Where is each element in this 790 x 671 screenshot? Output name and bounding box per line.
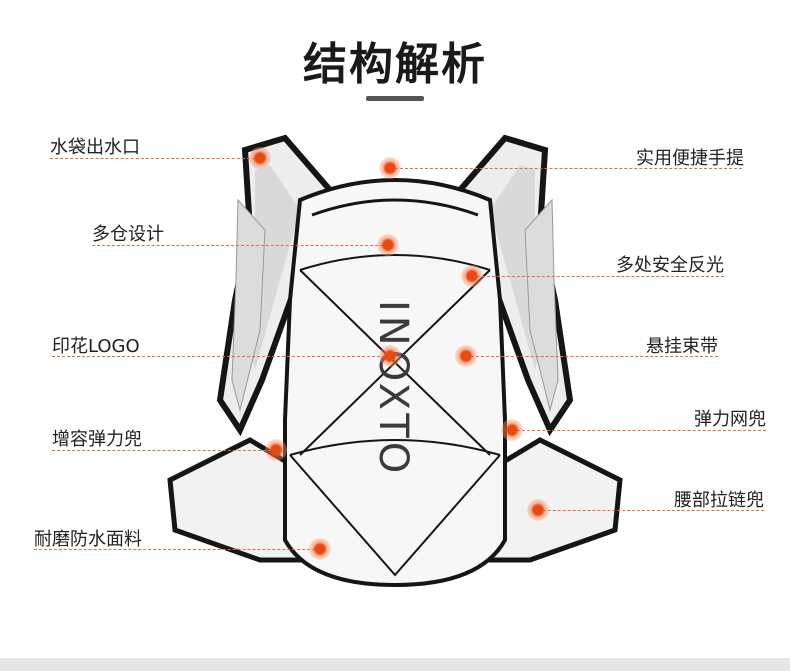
hotspot-water-outlet[interactable] (249, 147, 271, 169)
hotspot-expandable-pocket[interactable] (265, 439, 287, 461)
bottom-band (0, 658, 790, 671)
leader-line (34, 549, 320, 550)
leader-line (538, 510, 764, 511)
leader-line (472, 276, 724, 277)
leader-line (390, 168, 742, 169)
feature-label-expandable-pocket: 增容弹力兜 (52, 429, 142, 450)
title-underline (366, 96, 424, 101)
feature-label-reflective: 多处安全反光 (616, 255, 724, 276)
feature-label-multi-compartment: 多仓设计 (92, 224, 164, 245)
leader-line (50, 158, 260, 159)
hotspot-waist-zip-pocket[interactable] (527, 499, 549, 521)
leader-line (92, 245, 388, 246)
feature-label-hanging-strap: 悬挂束带 (646, 336, 718, 357)
feature-label-waist-zip-pocket: 腰部拉链兜 (674, 490, 764, 511)
leader-line (512, 430, 766, 431)
hotspot-multi-compartment[interactable] (377, 234, 399, 256)
leader-line (52, 356, 390, 357)
page-title: 结构解析 (303, 39, 487, 90)
feature-label-printed-logo: 印花LOGO (52, 336, 140, 357)
feature-label-mesh-pocket: 弹力网兜 (694, 409, 766, 430)
feature-label-water-outlet: 水袋出水口 (50, 137, 140, 158)
backpack-body (283, 178, 507, 588)
feature-label-carry-handle: 实用便捷手提 (636, 148, 744, 169)
hotspot-reflective[interactable] (461, 265, 483, 287)
leader-line (52, 450, 276, 451)
leader-line (466, 356, 718, 357)
hotspot-waterproof-fabric[interactable] (309, 538, 331, 560)
logo-text: INOXTO (370, 300, 416, 477)
hotspot-carry-handle[interactable] (379, 157, 401, 179)
hotspot-mesh-pocket[interactable] (501, 419, 523, 441)
hotspot-hanging-strap[interactable] (455, 345, 477, 367)
feature-label-waterproof-fabric: 耐磨防水面料 (34, 529, 142, 550)
hotspot-printed-logo[interactable] (379, 345, 401, 367)
